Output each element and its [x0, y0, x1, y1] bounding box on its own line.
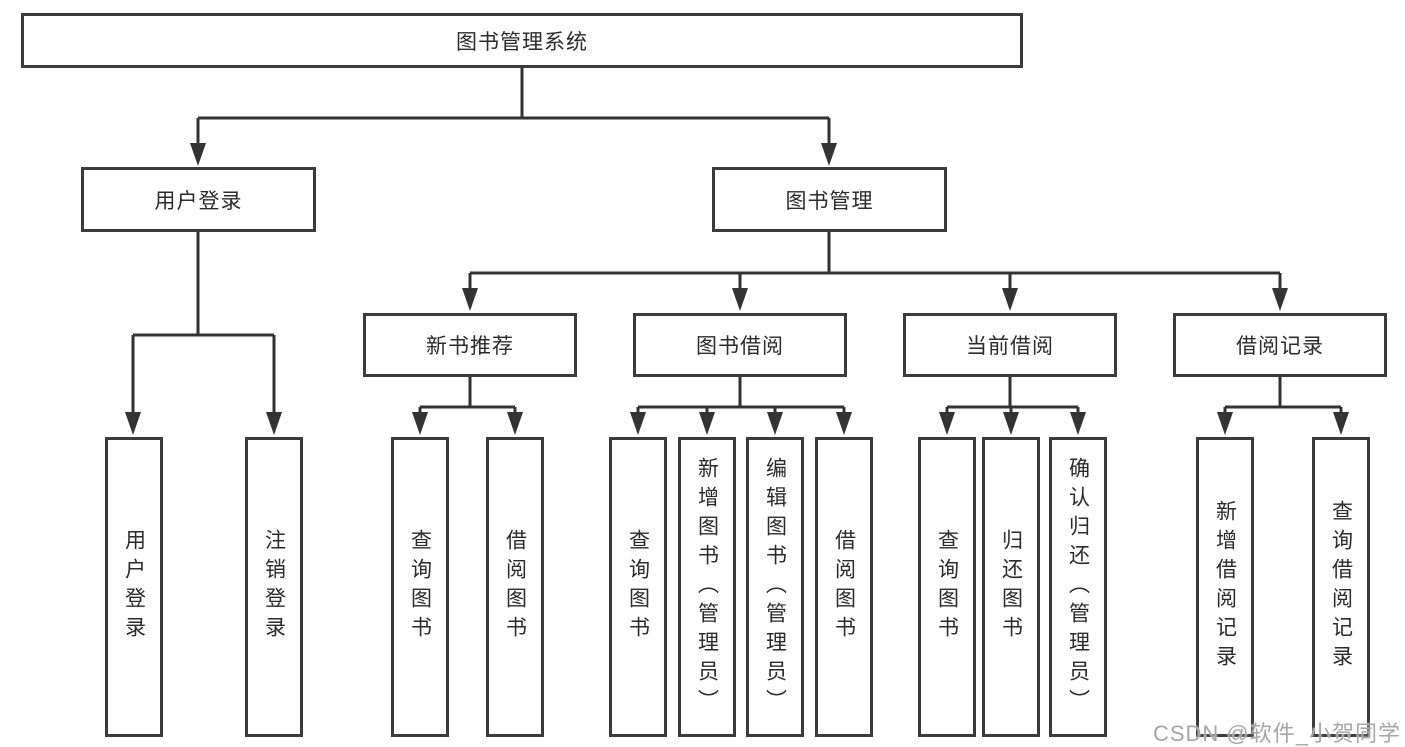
leaf-records-add-label: 新增借阅记录: [1213, 500, 1237, 674]
node-root: 图书管理系统: [21, 13, 1023, 68]
leaf-borrow-add: 新增图书（管理员）: [678, 437, 736, 737]
arrowhead: [732, 288, 748, 311]
connector-book-management-to-level3: [468, 232, 1282, 291]
arrowhead: [1070, 412, 1086, 435]
leaf-borrow-borrow: 借阅图书: [815, 437, 873, 737]
node-current-borrow-label: 当前借阅: [966, 335, 1054, 358]
arrowhead: [1272, 288, 1288, 311]
arrowhead: [190, 143, 206, 166]
leaf-user-login: 用户登录: [105, 437, 163, 737]
arrowhead: [462, 288, 478, 311]
leaf-borrow-borrow-label: 借阅图书: [832, 529, 856, 645]
leaf-current-return: 归还图书: [982, 437, 1040, 737]
arrowhead: [412, 412, 428, 435]
connector-user-login-to-leaves: [131, 232, 276, 415]
arrowhead: [699, 412, 715, 435]
leaf-current-query-label: 查询图书: [935, 529, 959, 645]
arrowhead: [1217, 412, 1233, 435]
arrowhead: [125, 412, 141, 435]
connector-root-to-level2: [196, 68, 831, 146]
node-book-management: 图书管理: [712, 167, 947, 232]
arrowhead: [630, 412, 646, 435]
leaf-newbook-query-label: 查询图书: [408, 529, 432, 645]
leaf-current-confirm-label: 确认归还（管理员）: [1066, 456, 1090, 718]
node-root-label: 图书管理系统: [456, 30, 588, 54]
node-book-management-label: 图书管理: [785, 189, 874, 213]
arrowhead: [266, 412, 282, 435]
connector-book-borrow-to-leaves: [636, 377, 846, 415]
arrowhead: [1002, 288, 1018, 311]
connector-new-book-recommend-to-leaves: [418, 377, 517, 415]
node-current-borrow: 当前借阅: [903, 313, 1117, 377]
arrowhead: [767, 412, 783, 435]
leaf-newbook-borrow: 借阅图书: [486, 437, 544, 737]
arrowhead: [1333, 412, 1349, 435]
node-book-borrow: 图书借阅: [633, 313, 847, 377]
leaf-records-query-label: 查询借阅记录: [1329, 500, 1353, 674]
leaf-newbook-query: 查询图书: [391, 437, 449, 737]
leaf-newbook-borrow-label: 借阅图书: [503, 529, 527, 645]
arrowhead: [507, 412, 523, 435]
leaf-borrow-query: 查询图书: [609, 437, 667, 737]
leaf-logout-label: 注销登录: [262, 529, 286, 645]
leaf-records-query: 查询借阅记录: [1312, 437, 1370, 737]
node-borrow-records: 借阅记录: [1173, 313, 1387, 377]
connector-borrow-records-to-leaves: [1223, 377, 1343, 415]
leaf-current-confirm: 确认归还（管理员）: [1049, 437, 1107, 737]
leaf-records-add: 新增借阅记录: [1196, 437, 1254, 737]
node-borrow-records-label: 借阅记录: [1236, 335, 1324, 358]
leaf-borrow-query-label: 查询图书: [626, 529, 650, 645]
leaf-current-return-label: 归还图书: [999, 529, 1023, 645]
leaf-current-query: 查询图书: [918, 437, 976, 737]
leaf-user-login-label: 用户登录: [122, 529, 146, 645]
arrowhead: [821, 143, 837, 166]
leaf-logout: 注销登录: [245, 437, 303, 737]
arrowhead: [1003, 412, 1019, 435]
leaf-borrow-edit-label: 编辑图书（管理员）: [763, 456, 787, 718]
node-user-login: 用户登录: [81, 167, 316, 232]
connector-current-borrow-to-leaves: [945, 377, 1080, 415]
arrowheads: [125, 143, 1349, 435]
leaf-borrow-add-label: 新增图书（管理员）: [695, 456, 719, 718]
node-book-borrow-label: 图书借阅: [696, 335, 784, 358]
leaf-borrow-edit: 编辑图书（管理员）: [746, 437, 804, 737]
node-new-book-recommend: 新书推荐: [363, 313, 577, 377]
node-new-book-recommend-label: 新书推荐: [426, 335, 514, 358]
watermark: CSDN @软件_小贺同学: [1152, 721, 1401, 746]
arrowhead: [939, 412, 955, 435]
arrowhead: [836, 412, 852, 435]
node-user-login-label: 用户登录: [154, 189, 243, 213]
